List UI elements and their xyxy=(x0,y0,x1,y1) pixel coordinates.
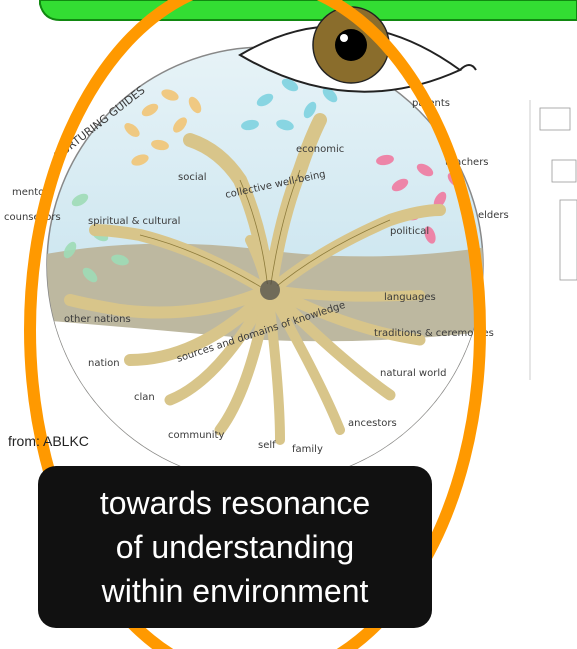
guide-counsellors: counsellors xyxy=(4,212,61,223)
source-note: from: ABLKC xyxy=(8,433,89,449)
label-spiritual: spiritual & cultural xyxy=(88,216,180,227)
leaves-economic xyxy=(241,78,338,131)
label-languages: languages xyxy=(384,292,436,303)
leaves-spiritual xyxy=(63,193,129,283)
label-traditions: traditions & ceremonies xyxy=(374,328,494,339)
caption-line-1: towards resonance xyxy=(99,485,371,521)
label-ancestors: ancestors xyxy=(348,418,397,429)
caption-line-2: of understanding xyxy=(115,529,355,565)
leaves-social xyxy=(124,89,202,166)
label-self: self xyxy=(258,440,276,451)
caption-line-3: within environment xyxy=(101,573,369,609)
tree-fibers xyxy=(139,169,391,291)
label-other-nations: other nations xyxy=(64,314,131,325)
label-family: family xyxy=(292,444,323,455)
label-nation: nation xyxy=(88,358,120,369)
label-natural-world: natural world xyxy=(380,368,446,379)
label-clan: clan xyxy=(134,392,155,403)
label-community: community xyxy=(168,430,224,441)
green-banner xyxy=(39,0,577,21)
tree-roots xyxy=(64,284,426,445)
guide-mentors: mentors xyxy=(12,187,54,198)
leaves-political xyxy=(376,154,463,244)
side-panel xyxy=(529,100,577,380)
label-economic: economic xyxy=(296,144,344,155)
label-social: social xyxy=(178,172,207,183)
caption-box: towards resonance of understanding withi… xyxy=(38,466,432,628)
guide-elders: elders xyxy=(478,210,509,221)
label-political: political xyxy=(390,226,429,237)
guide-teachers: teachers xyxy=(445,157,489,168)
highlight-ellipse xyxy=(24,0,486,649)
